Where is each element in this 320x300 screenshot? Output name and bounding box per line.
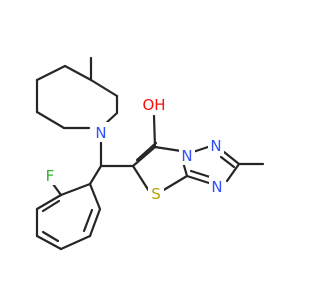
n-piperidine-label: N: [95, 124, 106, 142]
bond: [131, 164, 151, 193]
bond: [63, 64, 93, 82]
bond: [35, 234, 63, 251]
bond: [41, 199, 61, 213]
bond: [35, 110, 66, 130]
bond: [185, 174, 211, 185]
atom-oh: OH: [141, 94, 167, 114]
bond: [222, 150, 241, 166]
bond: [89, 78, 119, 98]
bond: [59, 234, 92, 251]
bond: [135, 141, 158, 162]
bond: [88, 182, 102, 211]
atom-s-thiazole: S: [148, 183, 164, 203]
bond: [35, 64, 67, 82]
bond: [153, 145, 183, 153]
atom-n-bridge: N: [179, 145, 195, 165]
bond: [152, 114, 157, 149]
molecule-structure: OH N N N N S F: [35, 56, 265, 251]
atom-n-piperidine: N: [93, 122, 109, 142]
bond: [59, 182, 92, 197]
bonds: [35, 56, 265, 251]
n-triazole-top-label: N: [210, 137, 221, 155]
s-thiazole-label: S: [151, 185, 161, 203]
atom-n-triazole-top: N: [208, 135, 224, 155]
bond: [160, 174, 189, 193]
n-bridge-label: N: [181, 147, 192, 165]
bond: [35, 193, 63, 211]
atom-n-triazole-bottom: N: [209, 176, 225, 196]
bond: [189, 169, 212, 179]
n-triazole-bottom-label: N: [211, 178, 222, 196]
atom-labels: OH N N N N S F: [42, 94, 225, 203]
bond: [88, 207, 102, 238]
atom-f: F: [42, 165, 58, 185]
oh-label: OH: [142, 96, 165, 114]
bond: [225, 162, 241, 183]
bond: [51, 182, 63, 197]
bond: [191, 145, 210, 154]
bond: [219, 155, 236, 169]
bond: [131, 145, 157, 168]
bond: [82, 208, 94, 233]
bond: [41, 230, 60, 243]
f-label: F: [46, 167, 55, 185]
bond: [88, 164, 103, 186]
